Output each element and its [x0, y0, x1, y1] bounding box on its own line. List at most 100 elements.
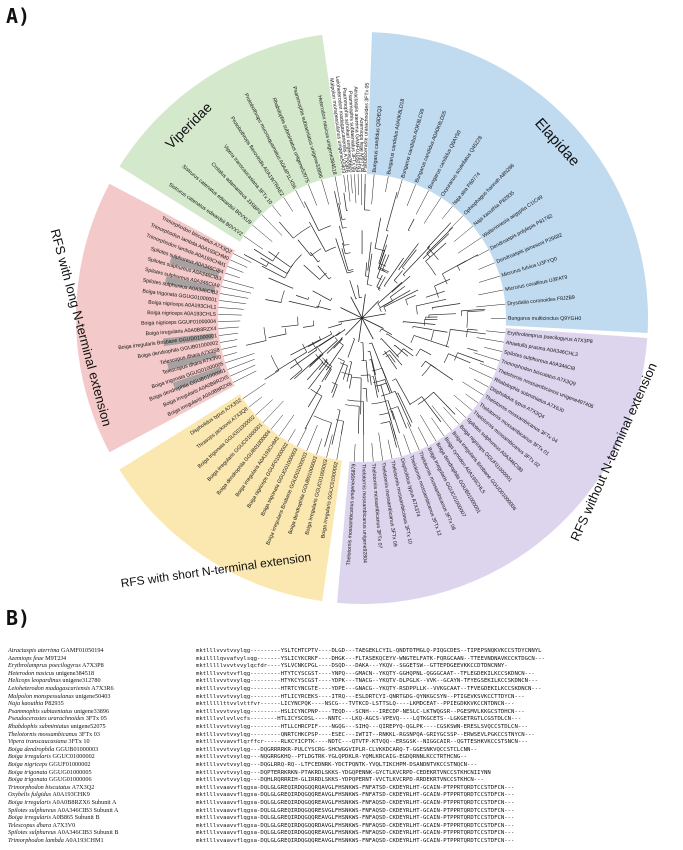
branch-arc: [316, 345, 324, 355]
branch-arc: [381, 390, 396, 397]
species-name: Vipera transcaucasiana: [8, 738, 67, 746]
branch-arc: [344, 243, 350, 246]
branch: [261, 214, 283, 236]
branch: [450, 329, 486, 335]
species-name: Boiga trigonata: [8, 776, 48, 784]
branch-arc: [315, 354, 324, 363]
species-name: Naja kaouthia: [8, 700, 44, 708]
branch: [218, 320, 241, 322]
branch: [403, 348, 414, 357]
branch-arc: [340, 337, 343, 340]
branch: [377, 282, 403, 305]
branch: [287, 429, 296, 442]
sequence-name: Malpolon monspessulanus unigene50403: [8, 692, 198, 702]
branch: [308, 362, 329, 390]
branch: [365, 388, 368, 402]
branch: [426, 227, 454, 254]
branch: [430, 364, 454, 381]
branch-arc: [398, 269, 400, 271]
sequence-alignment: Atractaspis aterrima GAMF01050194 mktlllv…: [0, 640, 683, 850]
branch: [385, 382, 391, 394]
branch: [220, 293, 249, 299]
branch: [290, 339, 321, 356]
branch: [225, 272, 240, 279]
accession-id: GGUG01000005: [47, 768, 92, 776]
branch: [317, 265, 330, 280]
accession-id: A0B865 Subunit B: [50, 814, 100, 822]
branch: [420, 414, 437, 442]
branch: [371, 442, 374, 462]
branch: [309, 221, 326, 252]
branch: [448, 353, 471, 364]
branch: [304, 201, 320, 231]
branch: [478, 262, 496, 270]
species-name: Heterodon nasicus: [8, 669, 55, 677]
branch-arc: [310, 388, 323, 397]
branch: [379, 290, 411, 309]
branch: [316, 438, 323, 455]
branch: [248, 396, 262, 408]
branch: [434, 278, 451, 287]
branch-arc: [396, 348, 404, 357]
branch: [295, 190, 306, 208]
branch: [230, 259, 248, 268]
species-name: Boiga irregularis: [8, 753, 51, 761]
branch: [335, 238, 348, 274]
sequence: mktlllvvaavvflqgsa-DQLGLGREQIRDQGQQRQAVG…: [196, 784, 515, 791]
branch: [345, 317, 363, 336]
sequence-name: Boiga trigonata GGUG01000006: [8, 775, 198, 785]
branch: [281, 324, 299, 328]
branch: [377, 249, 386, 270]
accession-id: 3FTx 10: [66, 738, 90, 746]
branch: [384, 257, 405, 287]
branch-arc: [345, 252, 351, 255]
branch: [376, 254, 387, 278]
branch: [339, 225, 345, 246]
branch-arc: [386, 230, 389, 232]
branch-arc: [348, 269, 354, 271]
branch-arc: [386, 333, 388, 335]
branch: [227, 358, 255, 370]
branch: [380, 338, 399, 358]
branch-arc: [410, 335, 415, 343]
branch-arc: [272, 251, 280, 262]
branch: [415, 190, 429, 215]
branch: [462, 381, 484, 396]
branch: [220, 339, 238, 343]
branch: [412, 326, 433, 331]
sequence-name: Atractaspis aterrima GAMF01050194: [8, 646, 198, 656]
branch: [407, 422, 420, 451]
branch: [306, 361, 324, 381]
leaf-label: Atractaspis aterrima GAMF01050194: [352, 86, 360, 172]
accession-id: A0A193CHK9: [51, 791, 90, 799]
branch: [341, 421, 344, 434]
branch-arc: [318, 225, 331, 231]
branch: [373, 376, 378, 398]
branch: [386, 192, 398, 231]
accession-id: 3FTx 05: [84, 715, 107, 723]
branch-arc: [466, 329, 468, 338]
branch: [443, 407, 460, 425]
branch: [384, 350, 398, 370]
branch-arc: [421, 364, 432, 377]
accession-id: unigene50403: [73, 692, 111, 700]
sequence: mktlllvvvtvvylqg---DQHLRQRRRIH-GLIRRDLSK…: [196, 777, 484, 784]
accession-id: GGUB01000003: [54, 745, 99, 753]
branch: [341, 248, 349, 271]
branch: [289, 369, 303, 381]
accession-id: A0A346CIB3 Subunit A: [56, 806, 119, 814]
branch: [336, 329, 346, 336]
branch-arc: [379, 328, 382, 332]
leaf-label: Bungarus multicinctus Q9YGH0: [508, 316, 581, 322]
branch: [431, 417, 445, 437]
branch: [303, 325, 314, 328]
accession-id: A7X3R6: [90, 685, 114, 692]
branch: [383, 289, 419, 308]
